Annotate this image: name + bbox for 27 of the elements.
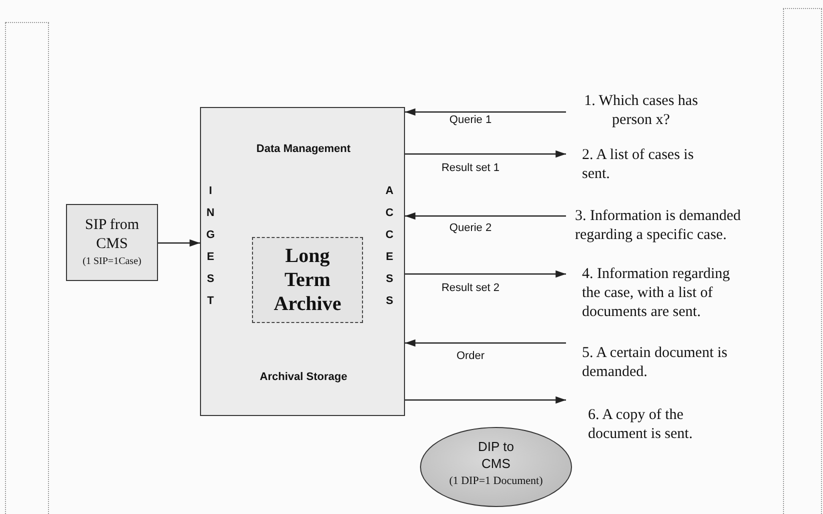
step-text: 3. Information is demanded regarding a specific case. (566, 207, 786, 247)
archive-box (252, 237, 363, 323)
arrow (405, 339, 566, 347)
arrow (405, 212, 566, 220)
step-text: 1. Which cases has person x? (566, 92, 716, 132)
arrow (405, 396, 566, 404)
arrow (405, 150, 566, 158)
edge-label: Querie 1 (447, 114, 494, 127)
edge-label: Querie 2 (447, 222, 494, 235)
step-text: 6. A copy of the document is sent. (566, 406, 746, 446)
system-box (200, 107, 405, 416)
arrow (158, 239, 200, 247)
step-text: 4. Information regarding the case, with a list of documents are sent. (566, 265, 742, 323)
section-label: Data Management (255, 142, 352, 156)
ellipse-title: DIP to CMS (477, 438, 515, 472)
step-text: 2. A list of cases is sent. (566, 146, 696, 186)
arrow (405, 108, 566, 116)
section-label: Archival Storage (258, 370, 348, 384)
arrow (405, 270, 566, 278)
vertical-label: INGEST (206, 184, 215, 309)
box-note: (1 SIP=1Case) (82, 254, 142, 268)
ellipse-note: (1 DIP=1 Document) (448, 474, 544, 489)
box-title: SIP from CMS (84, 216, 140, 254)
box-title: Long Term Archive (272, 244, 342, 316)
vertical-label: ACCESS (385, 184, 394, 309)
step-text: 5. A certain document is demanded. (566, 344, 766, 384)
process-box (66, 204, 158, 281)
